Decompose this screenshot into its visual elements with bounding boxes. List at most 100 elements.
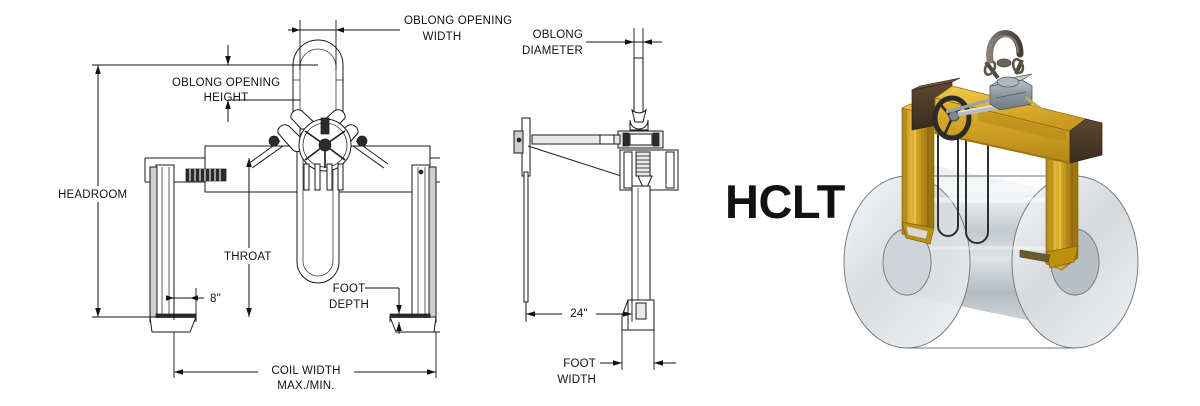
beam-channel-shadow (978, 110, 1066, 142)
gearbox-lever-arm (945, 98, 991, 114)
handwheel-hub (318, 138, 332, 152)
label-oblong-diameter-line2: DIAMETER (522, 45, 583, 57)
right-leg-assembly (389, 164, 437, 333)
side-clamp-thread (636, 155, 650, 173)
link-clevis (996, 58, 1012, 68)
obd-arrow-right (643, 39, 652, 45)
chain-loop-left (937, 130, 959, 237)
handwheel-rim (932, 95, 972, 141)
main-beam (911, 77, 1103, 164)
reach-arrow-left (526, 311, 535, 317)
side-handwheel-pin (516, 137, 522, 143)
knurled-adjuster-block (185, 168, 227, 182)
oow-arrow-left (292, 27, 300, 33)
guide-rods (303, 163, 344, 191)
side-drive-shaft (531, 134, 621, 145)
side-view-dimensions: OBLONG DIAMETER 24" FOOT WIDTH (522, 28, 676, 386)
side-link-taper (631, 108, 647, 123)
label-foot-depth-line2: DEPTH (329, 299, 369, 311)
coilwidth-arrow-left (174, 369, 183, 375)
label-oblong-opening-height-line2: HEIGHT (204, 92, 249, 104)
beam-left-cap-top (911, 77, 961, 91)
right-foot-top-plate (389, 313, 431, 318)
right-leg-pad (1045, 245, 1079, 269)
right-leg-tongue (1019, 249, 1051, 263)
side-gearbox-rib-a (622, 132, 630, 147)
throat-label-bg (218, 248, 280, 264)
side-clamp-wedge (637, 175, 653, 194)
ooh-arrow-bottom (225, 100, 231, 109)
coilwidth-arrow-right (427, 369, 436, 375)
label-coil-width-line2: MAX./MIN. (277, 380, 334, 392)
handwheel-shaft-render (957, 103, 1003, 117)
label-oblong-opening-width-line2: WIDTH (423, 31, 462, 43)
label-foot-depth-line1: FOOT (333, 283, 366, 295)
label-foot-width-line1: FOOT (563, 358, 596, 370)
label-oblong-diameter-line1: OBLONG (533, 29, 583, 41)
offset-arrow-left (166, 295, 174, 301)
gearbox-seam (995, 91, 1027, 99)
adjustment-handwheel (298, 117, 352, 172)
side-foot-pad (635, 302, 647, 320)
throat-arrow-bottom (246, 308, 252, 317)
pivot-arm-left-2 (251, 145, 284, 169)
reach-arrow-right (623, 311, 632, 317)
side-gearbox-core (629, 133, 653, 146)
throat-arrow-top (246, 158, 252, 167)
label-oblong-opening-height-line1: OBLONG OPENING (172, 77, 280, 89)
lifting-shackle-assembly (983, 30, 1025, 80)
label-reach-24: 24" (570, 308, 587, 320)
inner-chain-loop (937, 130, 989, 244)
loop-inner (302, 150, 334, 277)
headroom-arrow-top (95, 65, 101, 74)
front-view-dimensions: OBLONG OPENING WIDTH OBLONG OPENING HEIG… (52, 15, 512, 392)
pivot-pin-left (268, 135, 280, 147)
ooh-arrow-top (225, 56, 231, 65)
offset-arrow-right (190, 295, 198, 301)
master-link-render (986, 30, 1024, 64)
coilwidth-label-bg (258, 362, 354, 377)
side-hook-eye (629, 119, 649, 131)
adjustment-handwheel-render (932, 95, 1003, 141)
label-foot-width-line2: WIDTH (557, 374, 596, 386)
chain-link-b (1011, 57, 1025, 75)
side-gearbox-rib-b (652, 132, 660, 147)
beam-fastener-dot (418, 169, 424, 175)
chain-loop-right (965, 135, 989, 244)
beam-right-cap (1069, 118, 1103, 164)
left-leg-assembly (149, 164, 197, 333)
side-clamp-rib-b (665, 151, 675, 189)
label-leg-offset: 8" (210, 293, 221, 305)
label-coil-width-line1: COIL WIDTH (271, 365, 340, 377)
footwidth-arrow-right (654, 360, 663, 366)
knurl-hatching (189, 169, 221, 181)
label-oblong-opening-width-line1: OBLONG OPENING (404, 15, 512, 27)
footdepth-arrow-top (396, 305, 402, 314)
footwidth-arrow-left (613, 360, 622, 366)
front-view-geometry (144, 39, 440, 333)
side-view-geometry (513, 57, 679, 331)
left-lifting-leg (901, 103, 935, 245)
gearbox-cap (996, 76, 1020, 88)
left-leg-pad-liner (905, 225, 929, 240)
handwheel-hub-render (948, 110, 960, 122)
pivot-arm-right-2 (352, 145, 385, 169)
model-designation-text: HCLT (725, 175, 846, 228)
render-geometry (843, 30, 1139, 349)
label-headroom: HEADROOM (58, 189, 127, 201)
pivot-pin-right (356, 135, 368, 147)
steel-coil (843, 160, 1139, 349)
headroom-label-bg (52, 186, 134, 202)
label-throat: THROAT (224, 251, 272, 263)
footdepth-arrow-bottom (396, 322, 402, 331)
gearbox-housing-render (989, 73, 1033, 111)
tie-rod-right (1025, 96, 1049, 116)
side-clamp-rib-a (623, 151, 633, 189)
handwheel-shaft (320, 117, 330, 135)
headroom-arrow-bottom (95, 308, 101, 317)
